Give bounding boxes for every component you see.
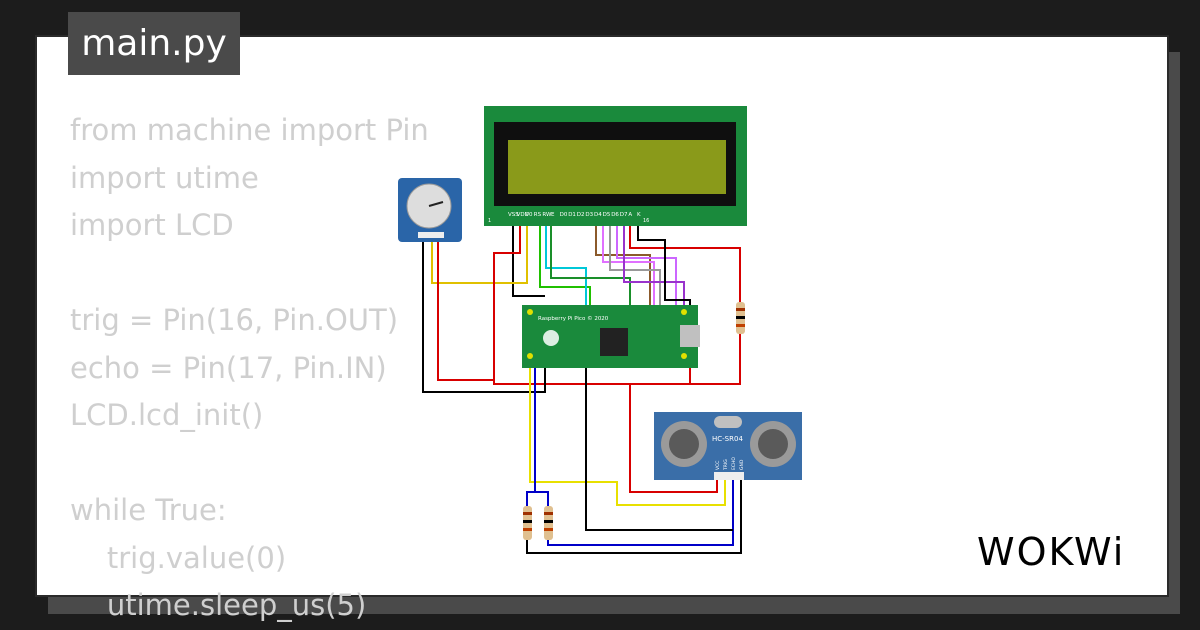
code-preview: from machine import Pin import utime imp…: [70, 107, 429, 630]
code-line: trig.value(0): [70, 540, 287, 575]
code-line: trig = Pin(16, Pin.OUT): [70, 303, 399, 337]
code-line: echo = Pin(17, Pin.IN): [70, 350, 387, 385]
lcd-pin-label: D2: [577, 212, 585, 218]
sensor-pin-label: ECHO: [731, 457, 737, 470]
sensor-pin-label: GND: [739, 459, 745, 470]
code-line: utime.sleep_us(5): [70, 588, 367, 622]
resistor-right: [736, 302, 745, 334]
raspberry-pi-pico[interactable]: Raspberry Pi Pico © 2020: [522, 305, 700, 368]
lcd-pin-label: D0: [560, 212, 568, 218]
lcd-pin-label: D4: [594, 212, 602, 218]
lcd-pin-label: D6: [611, 212, 619, 218]
resistor-left-b: [544, 506, 553, 540]
lcd-pin-label: VSS: [508, 212, 519, 218]
sensor-label: HC-SR04: [712, 435, 743, 443]
lcd-pin-first-label: 1: [488, 218, 491, 224]
wokwi-logo: WOKWi: [977, 530, 1125, 574]
code-line: LCD.lcd_init(): [70, 398, 264, 432]
lcd-pin-label: RW: [542, 212, 552, 218]
wires: [422, 218, 742, 554]
code-line: import utime: [70, 160, 259, 195]
brand-name: WOKWi: [977, 530, 1125, 574]
lcd-pin-last-label: 16: [643, 218, 649, 224]
lcd-pin-label: D3: [585, 212, 593, 218]
lcd-pin-label: A: [628, 212, 632, 218]
potentiometer[interactable]: [398, 178, 462, 242]
sensor-pin-label: TRIG: [723, 459, 729, 471]
lcd-pin-label: D5: [603, 212, 611, 218]
lcd-pin-label: K: [637, 212, 641, 218]
lcd-pin-label: D1: [568, 212, 576, 218]
lcd-pin-label: E: [551, 212, 555, 218]
lcd-pin-label: D7: [620, 212, 628, 218]
lcd-pin-label: VDD: [517, 212, 529, 218]
code-line: from machine import Pin: [70, 113, 429, 147]
sensor-pin-label: VCC: [715, 461, 721, 470]
pico-label: Raspberry Pi Pico © 2020: [538, 315, 609, 322]
code-line: while True:: [70, 493, 227, 527]
resistor-left-a: [523, 506, 532, 540]
filename-tab[interactable]: main.py: [68, 12, 240, 75]
code-line: import LCD: [70, 208, 234, 242]
lcd-pin-label: V0: [525, 212, 533, 218]
lcd-pin-label: RS: [534, 212, 542, 218]
